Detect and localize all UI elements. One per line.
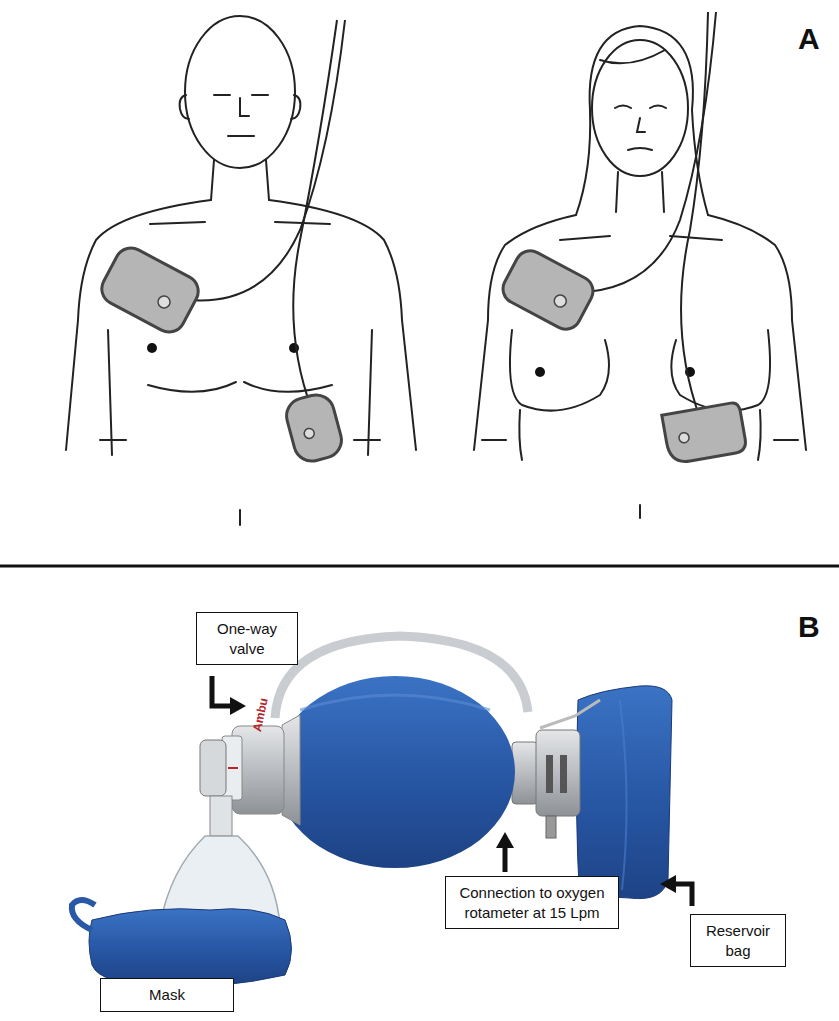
panel-divider <box>0 565 839 568</box>
arrowhead <box>230 697 676 893</box>
callout-box: One-way valve <box>196 612 298 665</box>
bag-valve-mask <box>72 636 672 986</box>
female-figure <box>474 26 806 518</box>
callout-text: Reservoir bag <box>699 921 777 960</box>
male-figure <box>66 16 416 525</box>
callout-text: Connection to oxygen rotameter at 15 Lpm <box>454 883 610 922</box>
callout-box: Reservoir bag <box>690 914 786 967</box>
callout-box: Mask <box>100 978 234 1012</box>
callout-box: Connection to oxygen rotameter at 15 Lpm <box>445 876 619 929</box>
panel-letter: A <box>798 22 820 56</box>
defib-pad <box>662 402 747 465</box>
defib-pad <box>498 246 598 335</box>
defib-pad <box>96 242 204 337</box>
panel-letter: B <box>798 610 820 644</box>
leader-arrow <box>212 676 692 906</box>
callout-text: Mask <box>109 985 225 1005</box>
defib-pad <box>283 391 346 465</box>
callout-text: One-way valve <box>205 619 289 658</box>
